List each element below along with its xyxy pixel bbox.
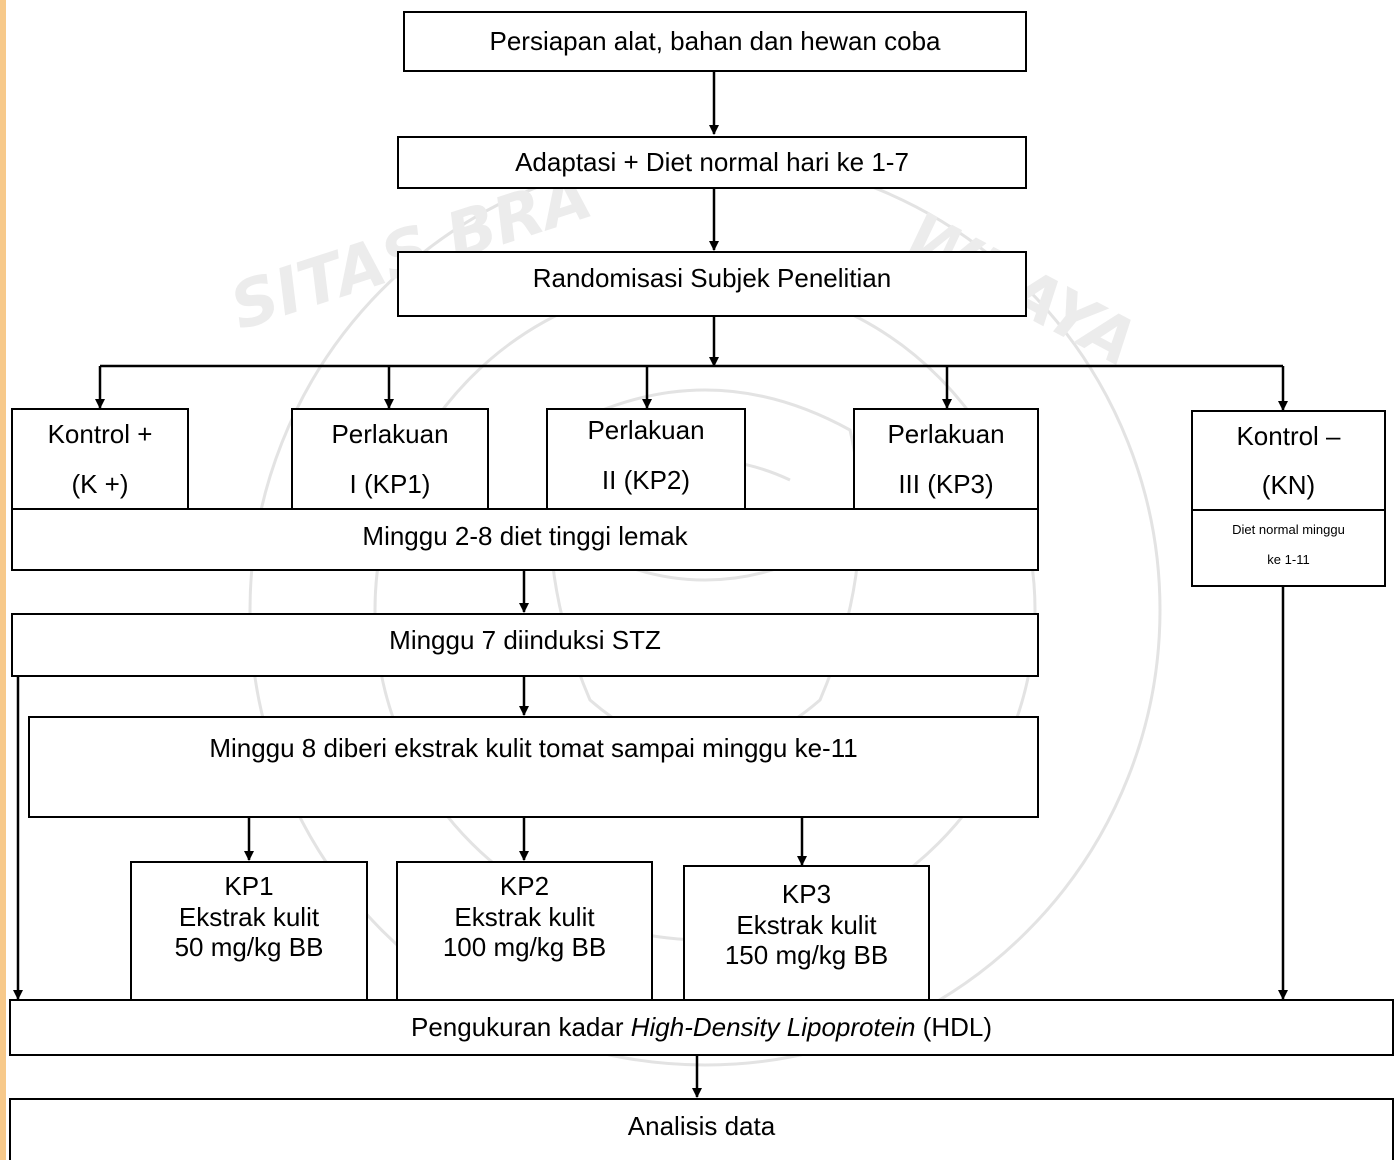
- step-hdl-measurement-label: Pengukuran kadar High-Density Lipoprotei…: [411, 1011, 992, 1045]
- group-kontrol-plus: Kontrol + (K +): [11, 408, 189, 510]
- group-kontrol-minus: Kontrol – (KN): [1191, 410, 1386, 511]
- kn-normal-diet-line1: Diet normal minggu: [1232, 522, 1345, 537]
- step-adaptation-label: Adaptasi + Diet normal hari ke 1-7: [515, 146, 909, 177]
- group-kp1-line1: Perlakuan: [331, 419, 449, 449]
- dose-kp3-label: Ekstrak kulit: [736, 909, 877, 940]
- dose-kp3: KP3 Ekstrak kulit 150 mg/kg BB: [683, 865, 930, 1001]
- group-kontrol-plus-line2: (K +): [71, 469, 129, 500]
- dose-kp2-dose: 100 mg/kg BB: [442, 932, 607, 963]
- step-stz-induction: Minggu 7 diinduksi STZ: [11, 613, 1039, 677]
- kn-normal-diet-line2: ke 1-11: [1267, 551, 1310, 567]
- dose-kp1: KP1 Ekstrak kulit 50 mg/kg BB: [130, 861, 368, 1001]
- step-extract-label: Minggu 8 diberi ekstrak kulit tomat samp…: [209, 733, 858, 763]
- group-kp2-line1: Perlakuan: [587, 415, 705, 445]
- dose-kp2: KP2 Ekstrak kulit 100 mg/kg BB: [396, 861, 653, 1001]
- dose-kp3-code: KP3: [781, 879, 832, 909]
- group-kontrol-minus-line1: Kontrol –: [1236, 421, 1341, 451]
- step-hdl-measurement: Pengukuran kadar High-Density Lipoprotei…: [9, 999, 1394, 1056]
- dose-kp3-dose: 150 mg/kg BB: [724, 940, 889, 971]
- dose-kp1-label: Ekstrak kulit: [178, 901, 320, 932]
- hdl-suffix: (HDL): [915, 1011, 992, 1042]
- group-kp3-line1: Perlakuan: [887, 419, 1005, 449]
- step-preparation: Persiapan alat, bahan dan hewan coba: [403, 11, 1027, 72]
- page-edge-strip: [0, 0, 6, 1160]
- step-preparation-label: Persiapan alat, bahan dan hewan coba: [489, 25, 941, 56]
- step-adaptation: Adaptasi + Diet normal hari ke 1-7: [397, 136, 1027, 189]
- group-kp1-line2: I (KP1): [349, 469, 431, 500]
- step-high-fat-diet-label: Minggu 2-8 diet tinggi lemak: [362, 520, 688, 551]
- hdl-prefix: Pengukuran kadar: [411, 1011, 631, 1042]
- step-analysis: Analisis data: [9, 1098, 1394, 1160]
- dose-kp2-code: KP2: [499, 871, 550, 901]
- dose-kp1-dose: 50 mg/kg BB: [174, 932, 324, 963]
- group-kp3-line2: III (KP3): [898, 469, 994, 500]
- step-randomization: Randomisasi Subjek Penelitian: [397, 251, 1027, 317]
- dose-kp1-code: KP1: [224, 871, 274, 901]
- group-kp1: Perlakuan I (KP1): [291, 408, 489, 510]
- group-kontrol-plus-line1: Kontrol +: [47, 419, 153, 449]
- group-kp3: Perlakuan III (KP3): [853, 408, 1039, 510]
- step-high-fat-diet: Minggu 2-8 diet tinggi lemak: [11, 508, 1039, 571]
- kn-normal-diet: Diet normal minggu ke 1-11: [1191, 509, 1386, 587]
- step-analysis-label: Analisis data: [627, 1111, 776, 1142]
- step-extract: Minggu 8 diberi ekstrak kulit tomat samp…: [28, 716, 1039, 818]
- dose-kp2-label: Ekstrak kulit: [454, 901, 595, 932]
- step-randomization-label: Randomisasi Subjek Penelitian: [532, 263, 892, 294]
- group-kp2: Perlakuan II (KP2): [546, 408, 746, 510]
- group-kp2-line2: II (KP2): [601, 465, 691, 496]
- step-stz-induction-label: Minggu 7 diinduksi STZ: [389, 625, 661, 656]
- hdl-italic: High-Density Lipoprotein: [630, 1011, 916, 1042]
- group-kontrol-minus-line2: (KN): [1261, 470, 1316, 501]
